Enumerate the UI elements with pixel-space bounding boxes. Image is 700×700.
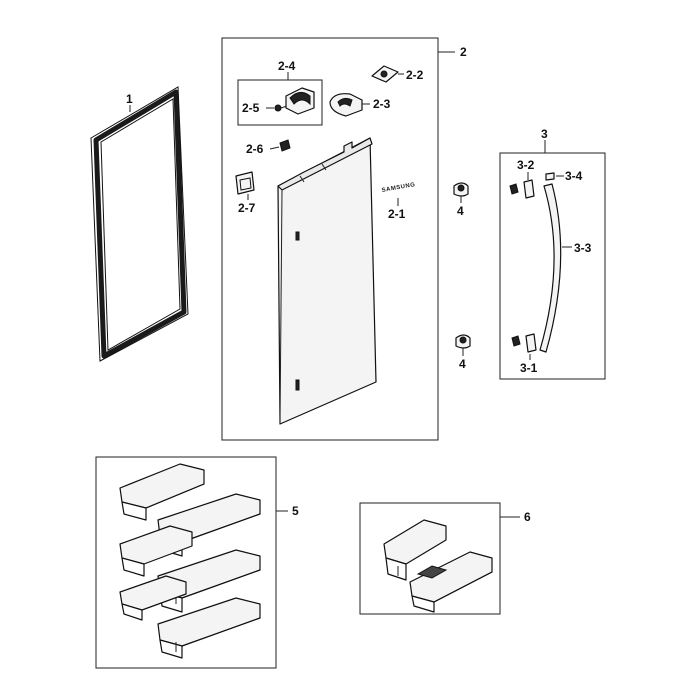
handle-cap-3-2-top [509,179,535,199]
door-logo: SAMSUNG [381,182,416,194]
callout-4-top: 4 [457,204,464,218]
screw-2-5 [274,104,288,112]
callout-3-2: 3-2 [517,158,535,172]
door-assembly-box [221,37,439,441]
door-guard-6-b [409,551,493,613]
door-panel-2-1 [277,137,377,425]
callout-2-1: 2-1 [388,207,406,221]
callout-3-1: 3-1 [520,361,538,375]
callout-2-4: 2-4 [278,59,296,73]
callout-2-7: 2-7 [238,201,256,215]
door-bin-5-f [157,597,261,659]
callout-2-5: 2-5 [242,101,260,115]
door-gasket [90,86,189,362]
callout-6: 6 [524,510,531,524]
handle-assembly-box [499,152,606,380]
hinge-cap-2-4 [285,87,315,115]
callout-1: 1 [126,92,133,106]
door-guard-6-a [383,519,447,581]
door-bins-box [95,456,277,669]
door-bin-5-e [119,575,187,621]
bracket-2-2 [371,65,399,83]
callout-2-3: 2-3 [373,97,391,111]
callout-3-3: 3-3 [574,241,592,255]
hinge-cover-2-3 [329,93,363,117]
callout-3: 3 [541,127,548,141]
callout-4-bottom: 4 [459,357,466,371]
door-guard-box [359,502,501,615]
hinge-subassembly-box [237,79,323,126]
callout-3-4: 3-4 [565,169,583,183]
callout-2-6: 2-6 [246,142,264,156]
door-bin-5-a [119,463,205,521]
cap-2-7 [235,171,255,195]
hinge-pin-4-top [453,182,469,197]
callout-2: 2 [460,45,467,59]
door-bin-5-c [119,525,193,577]
handle-bar-3-3 [539,183,562,353]
handle-cap-3-1-bottom [511,333,537,353]
leader-2-6 [269,146,280,150]
hinge-pin-4-bottom [455,334,471,349]
callout-2-2: 2-2 [406,68,424,82]
callout-5: 5 [292,504,299,518]
plug-2-6 [279,139,291,152]
screw-3-4 [545,172,555,181]
